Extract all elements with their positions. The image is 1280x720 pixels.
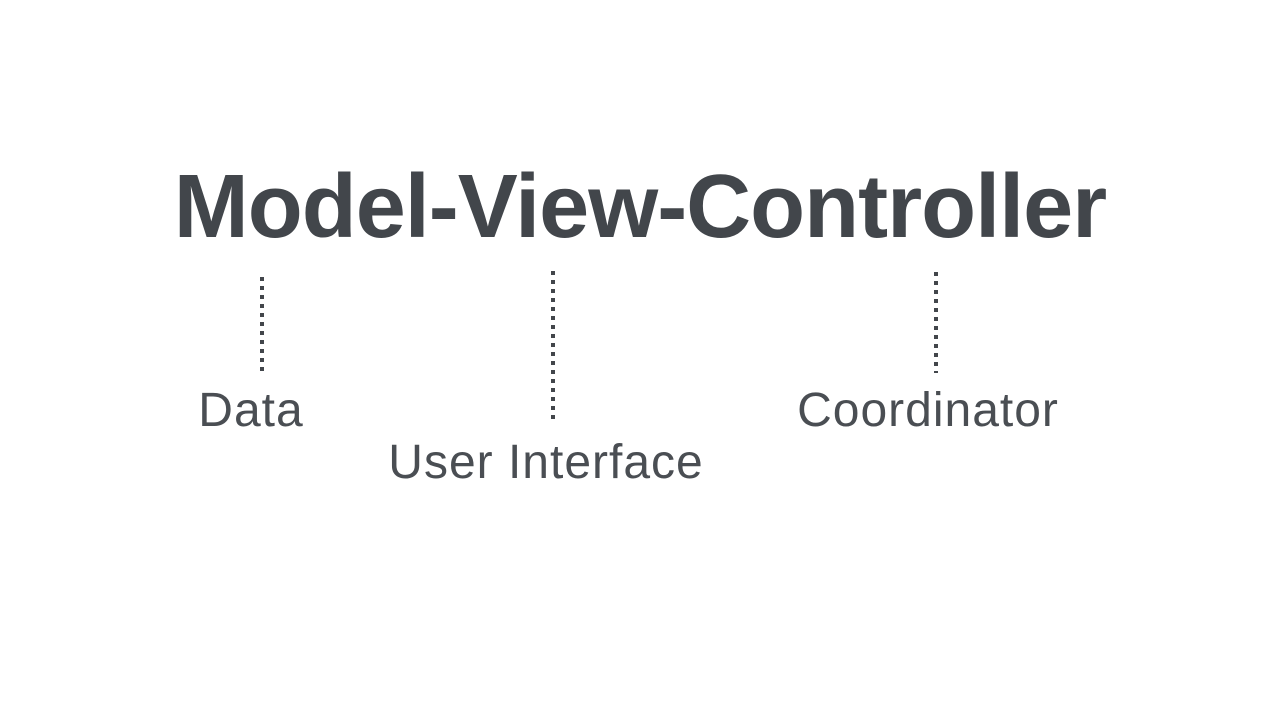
controller-dotted-connector-line bbox=[934, 272, 938, 373]
page-title: Model-View-Controller bbox=[173, 157, 1107, 257]
view-dotted-connector-line bbox=[551, 271, 555, 420]
model-dotted-connector-line bbox=[260, 277, 264, 374]
controller-term-label: Coordinator bbox=[797, 384, 1059, 437]
model-term-label: Data bbox=[198, 384, 304, 437]
view-term-label: User Interface bbox=[388, 436, 704, 489]
